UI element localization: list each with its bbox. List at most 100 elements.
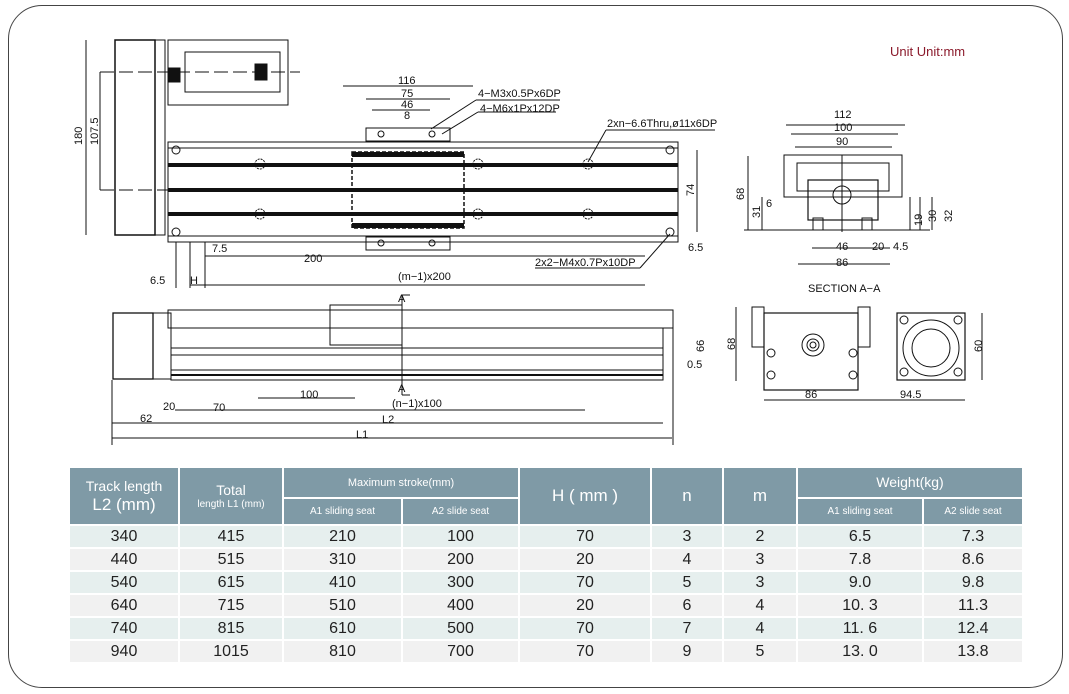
end-view bbox=[735, 306, 983, 401]
dim-86-end: 86 bbox=[805, 389, 817, 401]
table-cell: 410 bbox=[284, 572, 401, 593]
table-cell: 7.3 bbox=[924, 526, 1022, 547]
table-cell: 4 bbox=[724, 595, 796, 616]
table-cell: 5 bbox=[724, 641, 796, 662]
table-cell: 9 bbox=[652, 641, 722, 662]
header-h: H ( mm ) bbox=[520, 468, 650, 524]
table-cell: 700 bbox=[403, 641, 518, 662]
section-mark-bottom: A bbox=[398, 383, 406, 395]
dim-l1: L1 bbox=[356, 429, 368, 441]
dim-4-5: 4.5 bbox=[893, 241, 908, 253]
dim-180: 180 bbox=[73, 127, 85, 145]
dim-100: 100 bbox=[834, 122, 852, 134]
dim-70-side: 70 bbox=[213, 402, 225, 414]
table-cell: 9.0 bbox=[798, 572, 922, 593]
table-cell: 5 bbox=[652, 572, 722, 593]
section-labels: 112 100 90 68 6 31 19 30 32 46 20 4.5 86… bbox=[735, 109, 955, 295]
table-cell: 640 bbox=[70, 595, 178, 616]
dim-90: 90 bbox=[836, 136, 848, 148]
dim-7-5: 7.5 bbox=[212, 243, 227, 255]
table-cell: 440 bbox=[70, 549, 178, 570]
dim-8: 8 bbox=[404, 110, 410, 122]
table-cell: 715 bbox=[180, 595, 282, 616]
table-cell: 500 bbox=[403, 618, 518, 639]
table-cell: 940 bbox=[70, 641, 178, 662]
table-cell: 10. 3 bbox=[798, 595, 922, 616]
dim-46-section: 46 bbox=[836, 241, 848, 253]
dim-66: 66 bbox=[695, 340, 707, 352]
header-a2-stroke: A2 slide seat bbox=[403, 499, 518, 524]
dim-n-minus-1-x100: (n−1)x100 bbox=[392, 398, 442, 410]
table-cell: 340 bbox=[70, 526, 178, 547]
table-cell: 515 bbox=[180, 549, 282, 570]
table-cell: 415 bbox=[180, 526, 282, 547]
table-cell: 1015 bbox=[180, 641, 282, 662]
dim-75: 75 bbox=[401, 88, 413, 100]
dim-100-side: 100 bbox=[300, 389, 318, 401]
motor-flange bbox=[154, 39, 166, 236]
top-view-labels: 180 107.5 116 75 46 8 74 6.5 7.5 200 (m−… bbox=[73, 75, 717, 287]
table-cell: 200 bbox=[403, 549, 518, 570]
motor-body bbox=[114, 39, 156, 236]
dim-94-5: 94.5 bbox=[900, 389, 921, 401]
table-cell: 70 bbox=[520, 572, 650, 593]
table-cell: 70 bbox=[520, 526, 650, 547]
table-cell: 815 bbox=[180, 618, 282, 639]
table-cell: 310 bbox=[284, 549, 401, 570]
callout-m4: 2x2−M4x0.7Px10DP bbox=[535, 257, 636, 269]
dim-200: 200 bbox=[304, 253, 322, 265]
dim-20-section: 20 bbox=[872, 241, 884, 253]
dim-31: 31 bbox=[751, 206, 763, 218]
header-max-stroke: Maximum stroke(mm) bbox=[284, 468, 518, 498]
header-n: n bbox=[652, 468, 722, 524]
unit-label: Unit Unit:mm bbox=[890, 44, 966, 59]
table-cell: 9.8 bbox=[924, 572, 1022, 593]
table-cell: 70 bbox=[520, 618, 650, 639]
side-carriage bbox=[329, 304, 403, 346]
dim-h: H bbox=[190, 275, 198, 287]
page-frame bbox=[8, 5, 1063, 688]
dim-m-minus-1-x200: (m−1)x200 bbox=[398, 271, 451, 283]
dim-112: 112 bbox=[834, 109, 852, 121]
dim-19: 19 bbox=[913, 214, 925, 226]
header-a1-stroke: A1 sliding seat bbox=[284, 499, 401, 524]
callout-thru-holes: 2xn−6.6Thru,ø11x6DP bbox=[607, 118, 717, 130]
table-cell: 11. 6 bbox=[798, 618, 922, 639]
table-cell: 13. 0 bbox=[798, 641, 922, 662]
dim-60: 60 bbox=[973, 340, 985, 352]
dim-6: 6 bbox=[766, 198, 772, 210]
dim-116: 116 bbox=[398, 75, 416, 87]
table-cell: 4 bbox=[724, 618, 796, 639]
section-mark-top: A bbox=[398, 293, 406, 305]
end-view-labels: 68 86 94.5 60 bbox=[726, 338, 985, 401]
table-cell: 810 bbox=[284, 641, 401, 662]
carriage-plate-bottom bbox=[365, 236, 451, 251]
table-cell: 12.4 bbox=[924, 618, 1022, 639]
table-cell: 13.8 bbox=[924, 641, 1022, 662]
table-cell: 510 bbox=[284, 595, 401, 616]
dim-32: 32 bbox=[943, 210, 955, 222]
table-cell: 210 bbox=[284, 526, 401, 547]
callout-m3: 4−M3x0.5Px6DP bbox=[478, 88, 561, 100]
table-cell: 3 bbox=[724, 549, 796, 570]
dim-68-section: 68 bbox=[735, 188, 747, 200]
table-cell: 740 bbox=[70, 618, 178, 639]
dim-0-5: 0.5 bbox=[687, 359, 702, 371]
header-weight: Weight(kg) bbox=[798, 468, 1022, 498]
dim-107-5: 107.5 bbox=[89, 117, 101, 145]
dim-46: 46 bbox=[401, 99, 413, 111]
dim-20-side: 20 bbox=[163, 401, 175, 413]
table-cell: 540 bbox=[70, 572, 178, 593]
table-cell: 610 bbox=[284, 618, 401, 639]
table-cell: 8.6 bbox=[924, 549, 1022, 570]
table-cell: 7.8 bbox=[798, 549, 922, 570]
header-track-length: Track length L2 (mm) bbox=[70, 468, 178, 524]
spec-table: Track length L2 (mm) Total length L1 (mm… bbox=[68, 466, 1024, 664]
side-view-labels: A A 100 (n−1)x100 20 70 62 L2 L1 66 0.5 bbox=[140, 293, 707, 441]
